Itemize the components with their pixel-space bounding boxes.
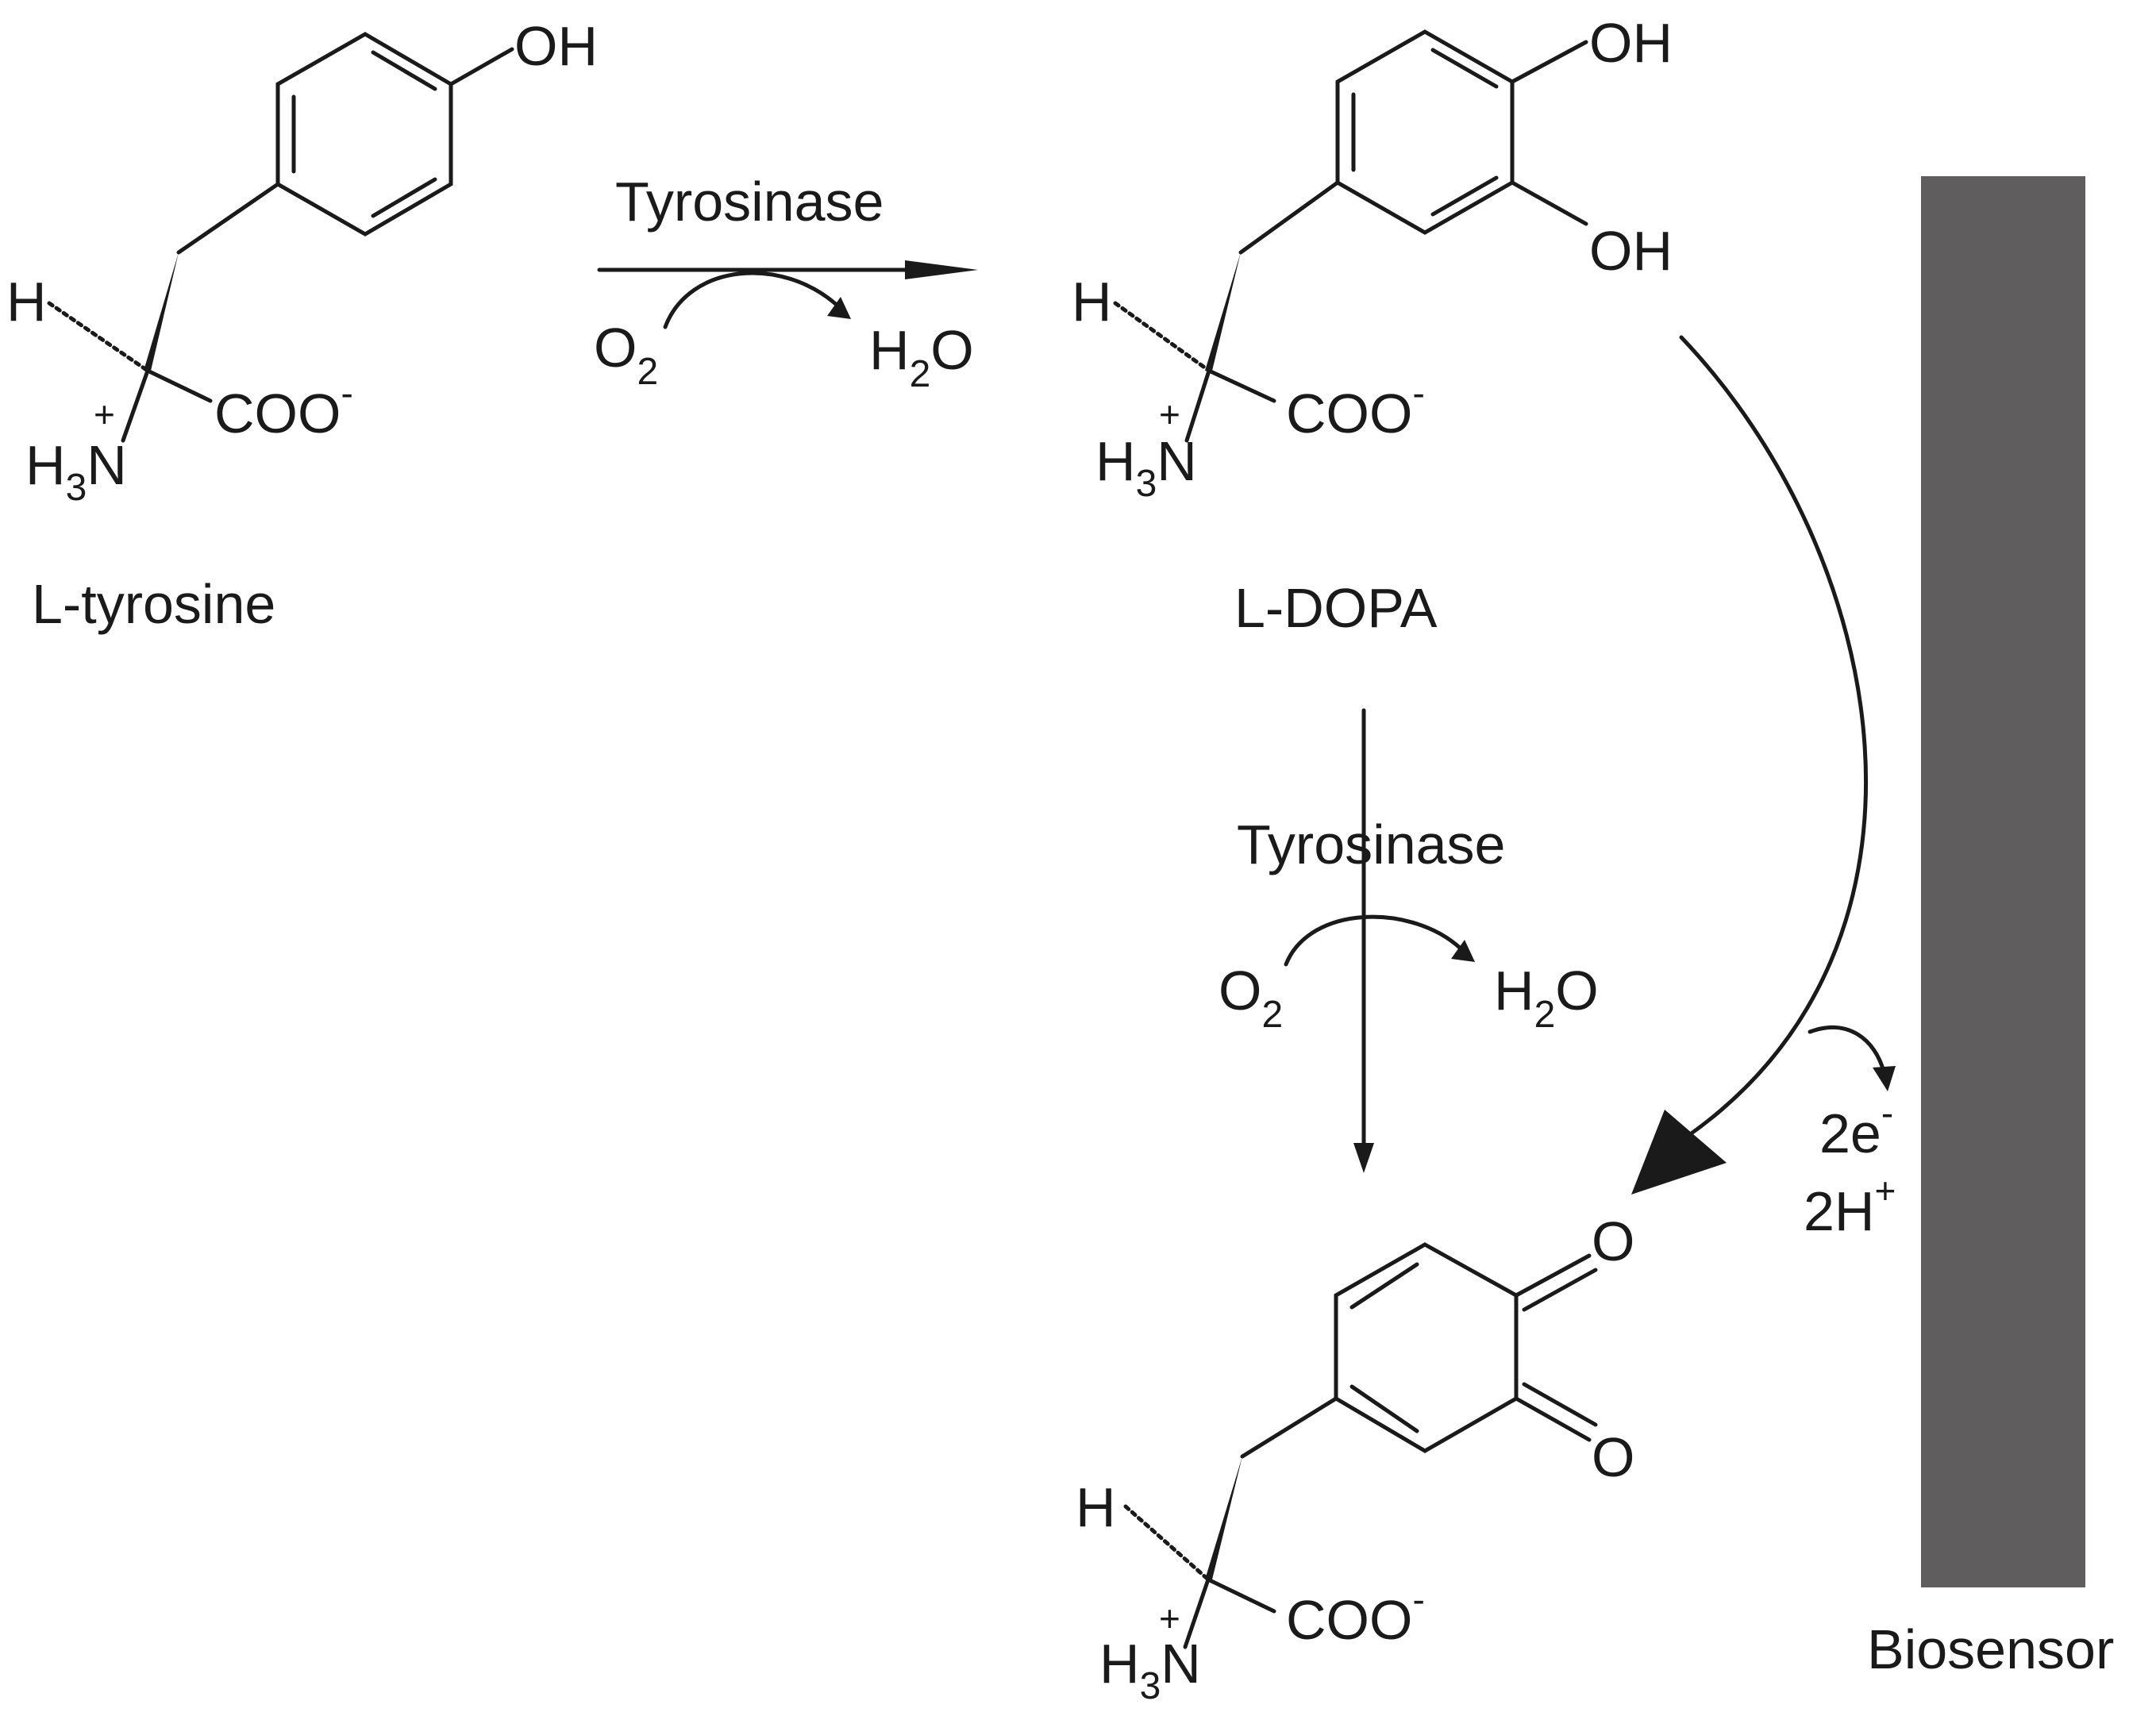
dopa-name-label: L-DOPA — [1234, 577, 1438, 639]
dopa-wedge-bond — [1205, 252, 1241, 371]
biosensor-electrode — [1921, 176, 2085, 1587]
second-h2o-label: H2O — [1494, 960, 1599, 1036]
protons-label: 2H+ — [1804, 1170, 1896, 1242]
oxidation-curved-arrow — [1679, 335, 1869, 1139]
electrochemical-arrow — [1631, 335, 1896, 1195]
quinone-coo-label: COO- — [1286, 1579, 1425, 1651]
tyrosine-name-label: L-tyrosine — [32, 573, 275, 635]
quinone-nh3-label: H3N — [1099, 1633, 1201, 1707]
first-h2o-label: H2O — [869, 319, 974, 395]
tyrosine-h-label: H — [6, 271, 47, 333]
oxidation-arrowhead — [1631, 1110, 1727, 1195]
dopa-h-label: H — [1072, 271, 1112, 333]
dopa-hash-bond — [1113, 301, 1211, 373]
second-enzyme-label: Tyrosinase — [1237, 814, 1505, 875]
tyrosine-oh-label: OH — [514, 15, 598, 77]
dopaquinone-structure — [1123, 1242, 1598, 1649]
quinone-ring — [1334, 1242, 1519, 1453]
second-reaction-arrowhead — [1353, 1143, 1374, 1173]
biosensor-label: Biosensor — [1867, 1618, 2114, 1680]
dopa-coo-label: COO- — [1286, 372, 1425, 444]
first-reaction-arrowhead — [905, 260, 978, 279]
tyrosine-coo-label: COO- — [214, 372, 353, 444]
electron-transfer-curve — [1808, 1025, 1886, 1074]
dopa-nh3-charge: + — [1159, 394, 1180, 435]
l-tyrosine-structure — [47, 32, 514, 443]
dopa-oh-top-label: OH — [1589, 12, 1673, 74]
quinone-wedge-bond — [1205, 1456, 1242, 1579]
tyrosine-nh3-charge: + — [94, 394, 115, 435]
first-o2-h2o-curve — [663, 271, 840, 329]
l-dopa-structure — [1113, 29, 1588, 443]
quinone-o-bottom-label: O — [1592, 1426, 1634, 1488]
tyrosine-nh3-label: H3N — [25, 434, 127, 509]
first-reaction-arrow — [597, 260, 978, 329]
quinone-hash-bond — [1123, 1504, 1211, 1582]
quinone-h-label: H — [1076, 1476, 1116, 1538]
tyrosine-hash-bond — [47, 301, 150, 373]
first-enzyme-label: Tyrosinase — [615, 171, 884, 233]
second-o2-label: O2 — [1219, 960, 1283, 1036]
electrons-label: 2e- — [1819, 1092, 1893, 1164]
second-o2-h2o-curve — [1284, 914, 1463, 967]
tyrosine-wedge-bond — [144, 252, 179, 371]
tyrosine-benzene-ring — [275, 32, 453, 237]
dopa-nh3-label: H3N — [1095, 430, 1197, 505]
second-reaction-arrow — [1284, 708, 1475, 1173]
dopa-oh-bottom-label: OH — [1589, 220, 1673, 282]
quinone-nh3-charge: + — [1159, 1598, 1180, 1639]
first-o2-label: O2 — [594, 317, 658, 393]
quinone-o-top-label: O — [1592, 1210, 1634, 1272]
dopa-benzene-ring — [1335, 29, 1515, 235]
